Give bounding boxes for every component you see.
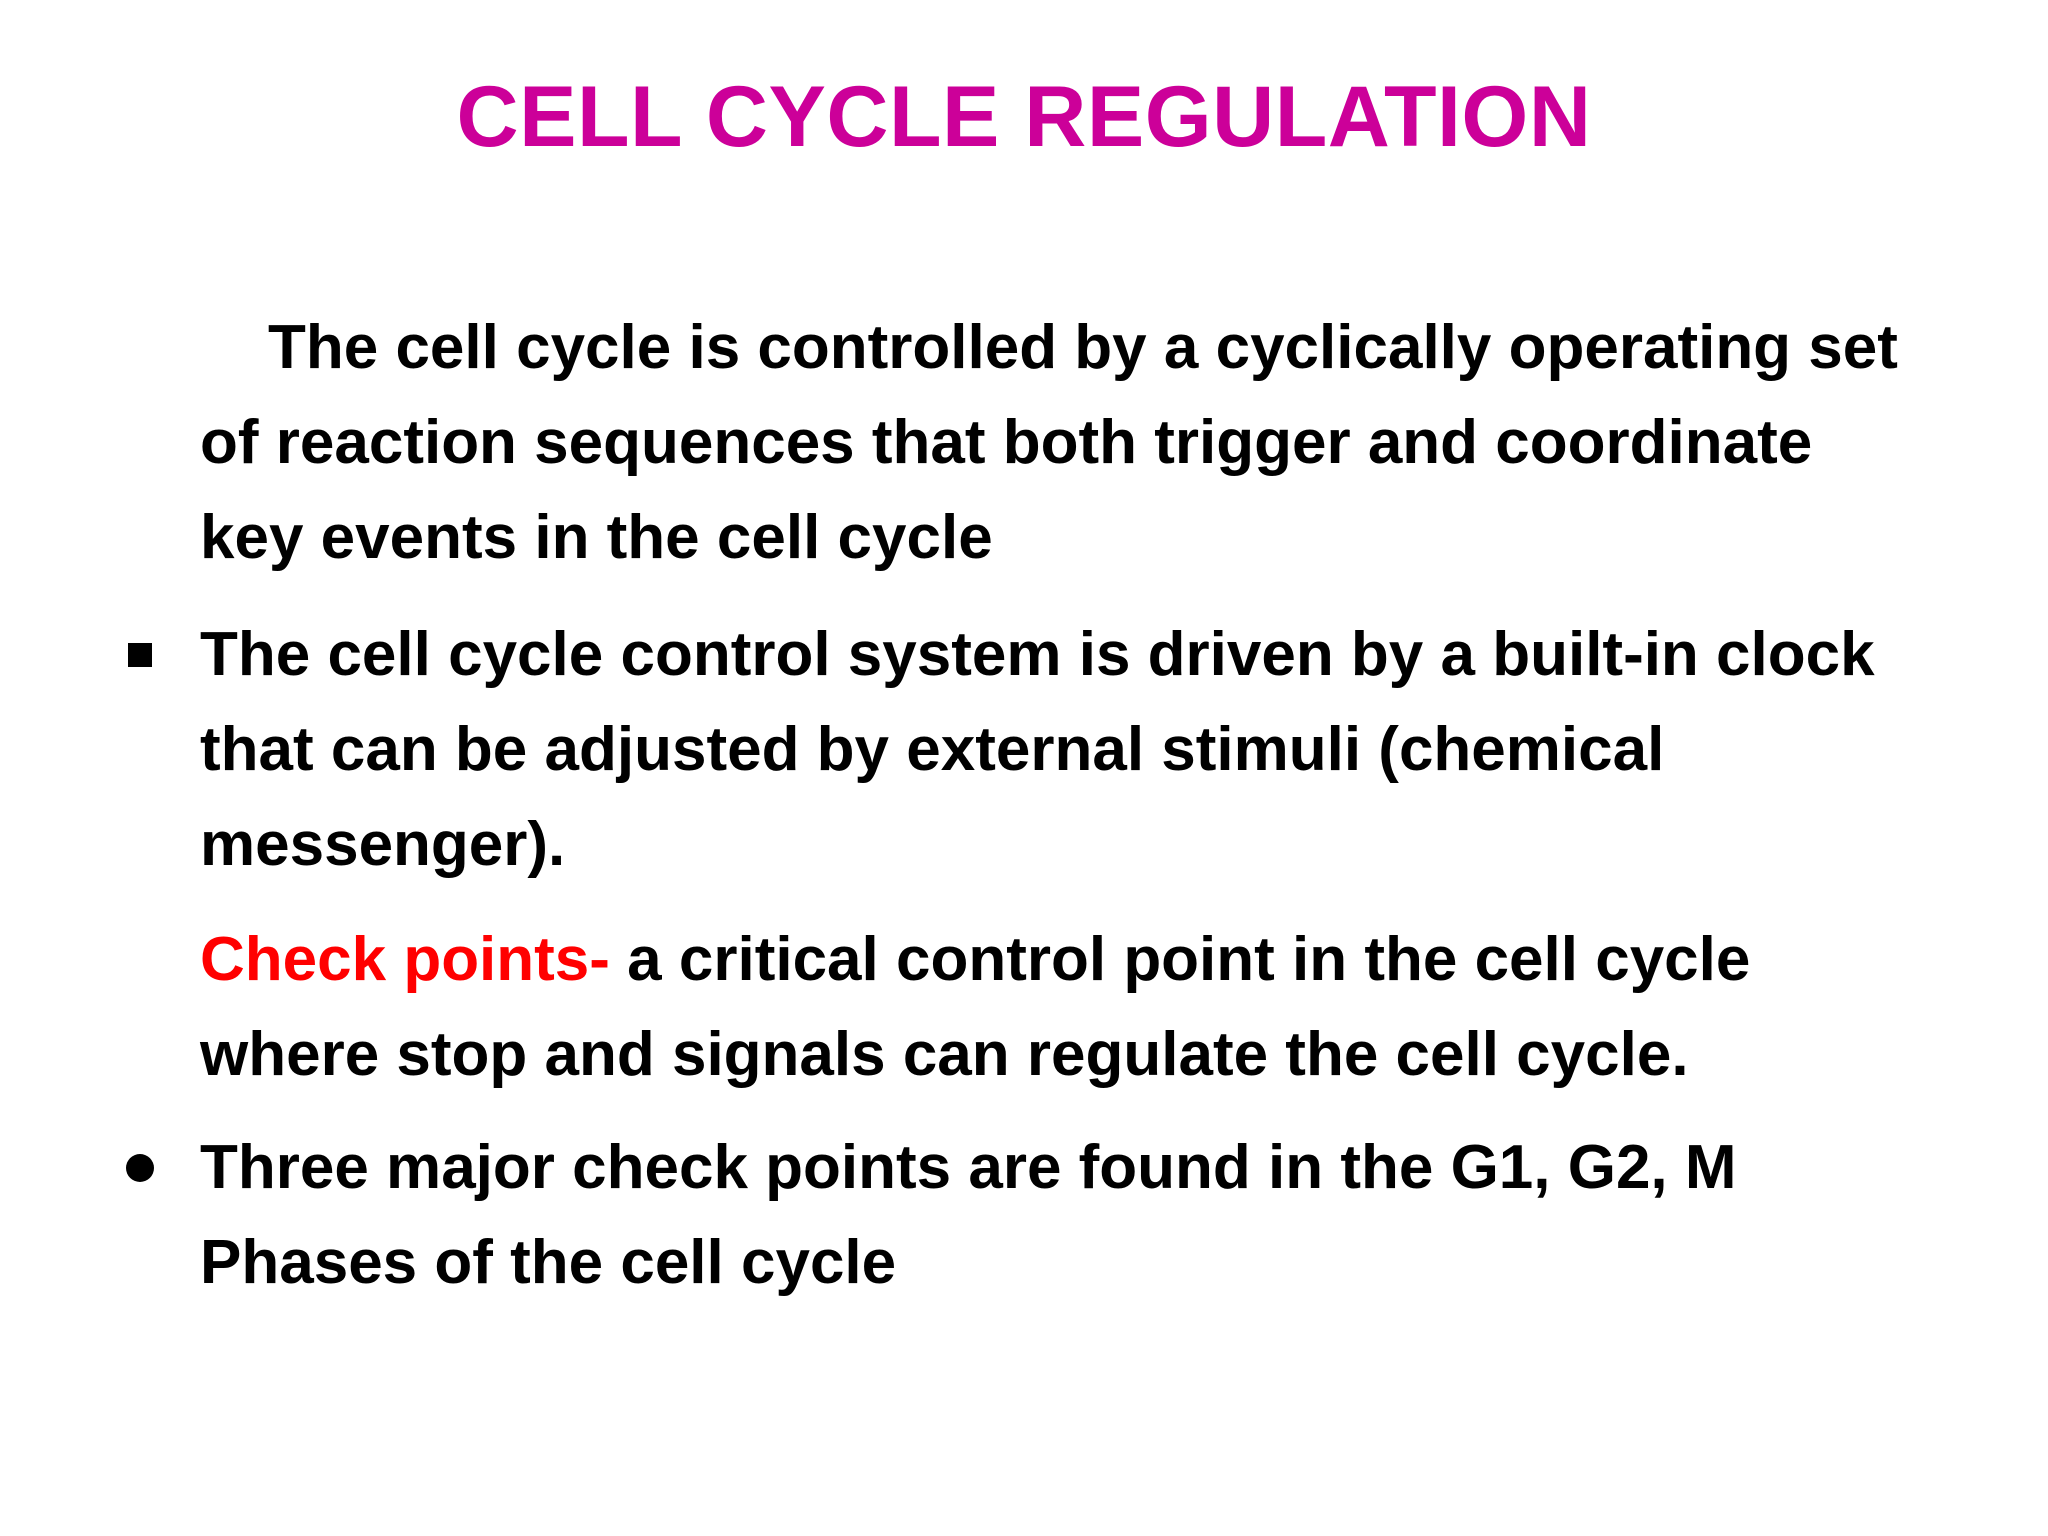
body-paragraph-three-checkpoints-text: Three major check points are found in th…: [200, 1133, 1737, 1297]
body-paragraph-control-system-text: The cell cycle control system is driven …: [200, 620, 1875, 879]
square-bullet-icon: [128, 643, 152, 667]
body-paragraph-check-points: Check points- a critical control point i…: [0, 912, 2048, 1102]
page-title: CELL CYCLE REGULATION: [456, 69, 1592, 165]
body-paragraph-three-checkpoints: Three major check points are found in th…: [0, 1120, 2048, 1310]
body-paragraph-control-system: The cell cycle control system is driven …: [0, 607, 2048, 892]
check-points-highlight: Check points-: [200, 925, 610, 994]
round-bullet-icon: [126, 1154, 154, 1182]
body-paragraph-intro: The cell cycle is controlled by a cyclic…: [200, 313, 1898, 572]
slide-body: The cell cycle is controlled by a cyclic…: [0, 300, 2048, 1420]
body-paragraph-check-points-text: a critical control point in the cell cyc…: [200, 925, 1751, 1089]
